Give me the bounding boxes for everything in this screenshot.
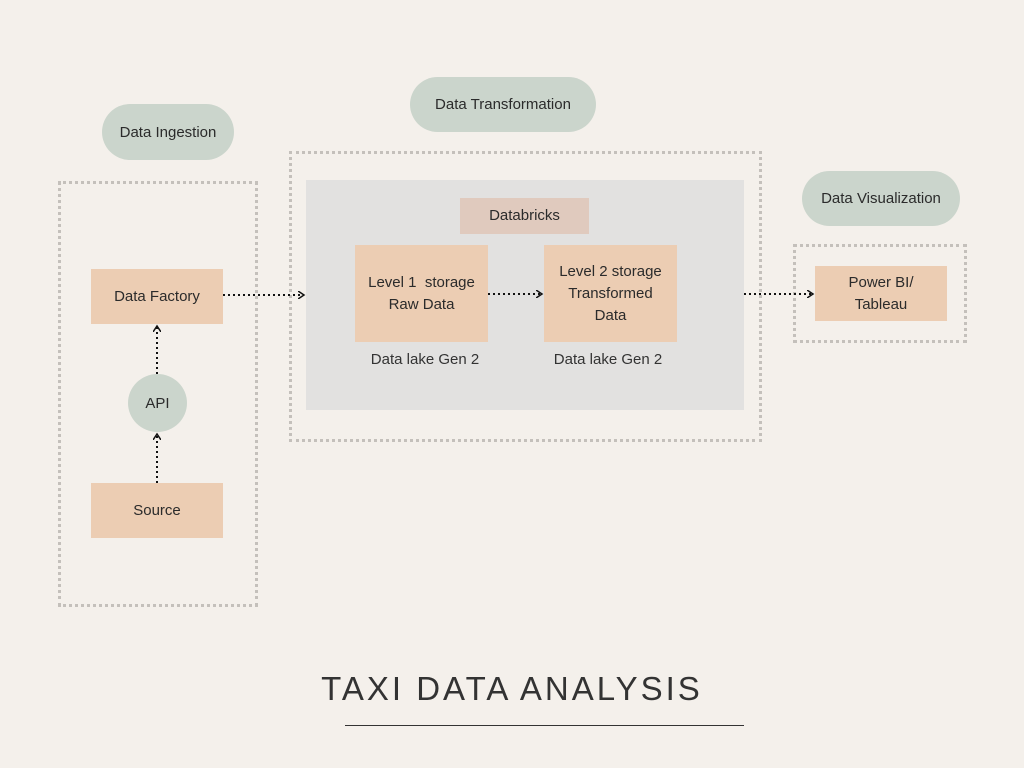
stage-data-ingestion: Data Ingestion xyxy=(102,104,234,160)
level2-line2: Transformed xyxy=(568,284,653,302)
tool-line2: Tableau xyxy=(854,295,908,313)
level1-caption: Data lake Gen 2 xyxy=(370,351,480,368)
api-node: API xyxy=(128,374,187,432)
diagram-title: TAXI DATA ANALYSIS xyxy=(321,670,703,707)
tool-line1: Power BI/ xyxy=(848,273,914,291)
power-bi-tableau-node: Power BI/ Tableau xyxy=(815,266,947,321)
level2-line1: Level 2 storage xyxy=(559,262,662,280)
ingestion-group xyxy=(58,181,258,607)
data-factory-node: Data Factory xyxy=(91,269,223,324)
level2-storage-node: Level 2 storage Transformed Data xyxy=(544,245,677,342)
level2-caption: Data lake Gen 2 xyxy=(553,351,663,368)
level1-line1: Level 1 storage xyxy=(368,273,475,291)
source-node: Source xyxy=(91,483,223,538)
databricks-label: Databricks xyxy=(460,198,589,234)
transformation-group xyxy=(289,151,762,442)
stage-data-transformation: Data Transformation xyxy=(410,77,596,132)
level2-line3: Data xyxy=(594,306,627,324)
level1-storage-node: Level 1 storage Raw Data xyxy=(355,245,488,342)
title-underline xyxy=(345,725,744,726)
stage-data-visualization: Data Visualization xyxy=(802,171,960,226)
level1-line2: Raw Data xyxy=(388,295,455,313)
